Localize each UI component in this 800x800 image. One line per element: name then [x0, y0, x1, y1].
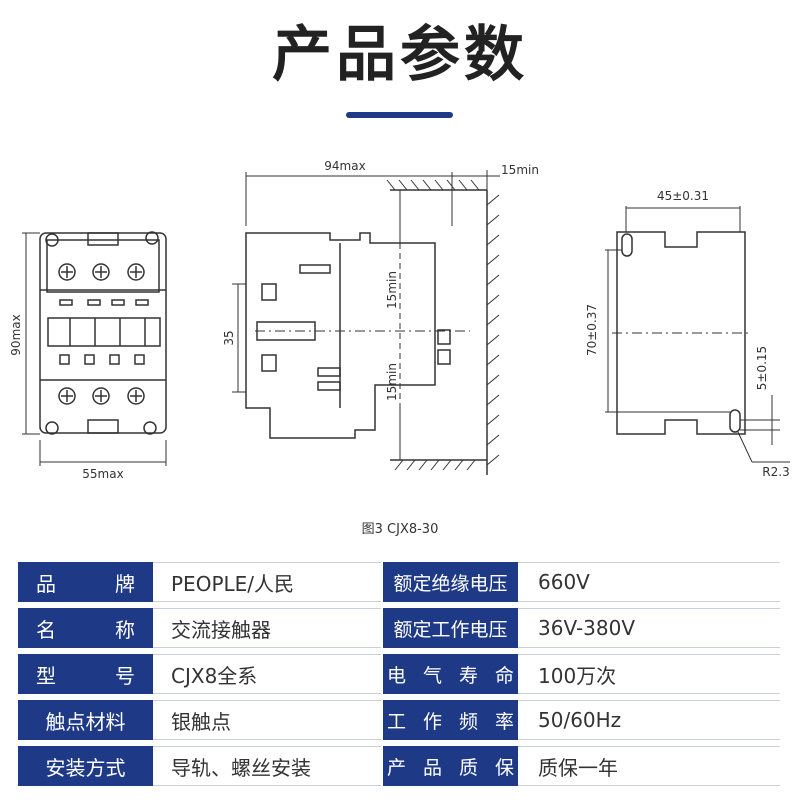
side-dims	[232, 170, 500, 460]
spec-label-left: 名称	[18, 608, 153, 648]
front-dims	[22, 232, 167, 466]
front-width-label: 55max	[82, 467, 123, 481]
spec-label-right-char: 气	[422, 664, 442, 687]
spec-value-right: 660V	[518, 562, 780, 602]
spec-label-right: 工作频率	[383, 700, 518, 740]
spec-label-left: 型号	[18, 654, 153, 694]
hole-offset-label: 5±0.15	[755, 346, 769, 390]
spec-value-left: 导轨、螺丝安装	[153, 746, 381, 786]
side-up-label: 15min	[385, 271, 399, 309]
title-underline	[346, 112, 453, 118]
spec-label-right-char: 额定工作电压	[393, 618, 508, 641]
spec-label-right: 额定工作电压	[383, 608, 518, 648]
dimension-drawing: 90max 55max 94max 15min 35 1	[9, 159, 790, 481]
spec-value-right: 50/60Hz	[518, 700, 780, 740]
spec-label-right-char: 保	[494, 756, 514, 779]
front-height-label: 90max	[9, 314, 23, 355]
spec-label-right-char: 电	[387, 664, 407, 687]
spec-label-left-char: 触点材料	[45, 709, 126, 734]
spec-value-right: 100万次	[518, 654, 780, 694]
spec-label-left-char: 号	[115, 663, 135, 688]
spec-label-right-char: 作	[422, 710, 442, 733]
spec-label-left-char: 名	[36, 617, 56, 642]
spec-value-right: 36V-380V	[518, 608, 780, 648]
spec-label-right-char: 品	[422, 756, 442, 779]
spec-label-right-char: 率	[494, 710, 514, 733]
side-down-label: 15min	[385, 363, 399, 401]
spec-value-left: 交流接触器	[153, 608, 381, 648]
spec-label-left-char: 品	[36, 571, 56, 596]
spec-label-right-char: 寿	[458, 664, 478, 687]
spec-label-right-char: 工	[387, 710, 407, 733]
spec-label-left-char: 安装方式	[45, 755, 126, 780]
spec-label-right-char: 额定绝缘电压	[393, 572, 508, 595]
side-35-label: 35	[222, 330, 236, 345]
hole-view	[612, 231, 750, 435]
spec-label-right-char: 命	[494, 664, 514, 687]
spec-label-right-char: 频	[458, 710, 478, 733]
spec-label-left-char: 牌	[115, 571, 135, 596]
mounting-wall	[386, 179, 500, 475]
spec-row: 安装方式 导轨、螺丝安装产品质保质保一年	[18, 746, 780, 786]
spec-value-right: 质保一年	[518, 746, 780, 786]
page-title: 产品参数	[272, 20, 528, 90]
spec-value-left: CJX8全系	[153, 654, 381, 694]
spec-label-right-char: 质	[458, 756, 478, 779]
spec-label-left: 触点材料	[18, 700, 153, 740]
spec-label-left: 安装方式	[18, 746, 153, 786]
spec-label-right-char: 产	[387, 756, 407, 779]
spec-label-left: 品牌	[18, 562, 153, 602]
hole-dims	[605, 206, 790, 463]
spec-label-right: 额定绝缘电压	[383, 562, 518, 602]
spec-label-right: 产品质保	[383, 746, 518, 786]
front-view	[39, 231, 167, 435]
hole-width-label: 45±0.31	[657, 189, 709, 203]
spec-label-left-char: 称	[115, 617, 135, 642]
spec-value-left: 银触点	[153, 700, 381, 740]
hole-radius-label: R2.3	[762, 465, 789, 479]
side-width-label: 94max	[324, 159, 365, 173]
figure-caption: 图3 CJX8-30	[361, 522, 439, 537]
side-view	[245, 232, 451, 439]
hole-height-label: 70±0.37	[585, 304, 599, 356]
side-clear-label: 15min	[501, 163, 539, 177]
spec-label-left-char: 型	[36, 663, 56, 688]
spec-value-left: PEOPLE/人民	[153, 562, 381, 602]
spec-label-right: 电气寿命	[383, 654, 518, 694]
